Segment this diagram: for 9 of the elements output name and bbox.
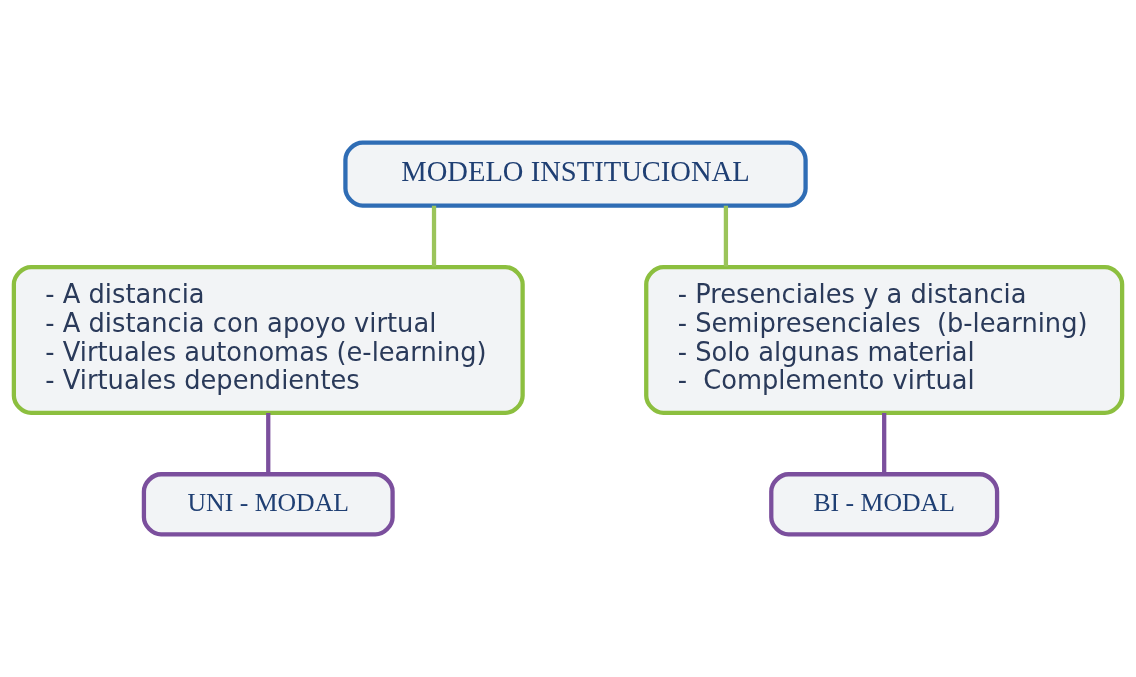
node-box: MODELO INSTITUCIONAL: [343, 140, 808, 208]
node-box: - Presenciales y a distancia - Semipresenciales (b-learning) - Solo algunas material - Complemento virtual: [644, 264, 1125, 415]
node-box: - A distancia - A distancia con apoyo virtual - Virtuales autonomas (e-learning) - Virtuales dependientes: [11, 264, 525, 415]
connector: [266, 412, 271, 474]
connector: [431, 205, 437, 267]
node-box: BI - MODAL: [769, 472, 1000, 537]
connector: [882, 412, 887, 474]
connector: [723, 205, 729, 267]
node-box: UNI - MODAL: [141, 472, 395, 537]
